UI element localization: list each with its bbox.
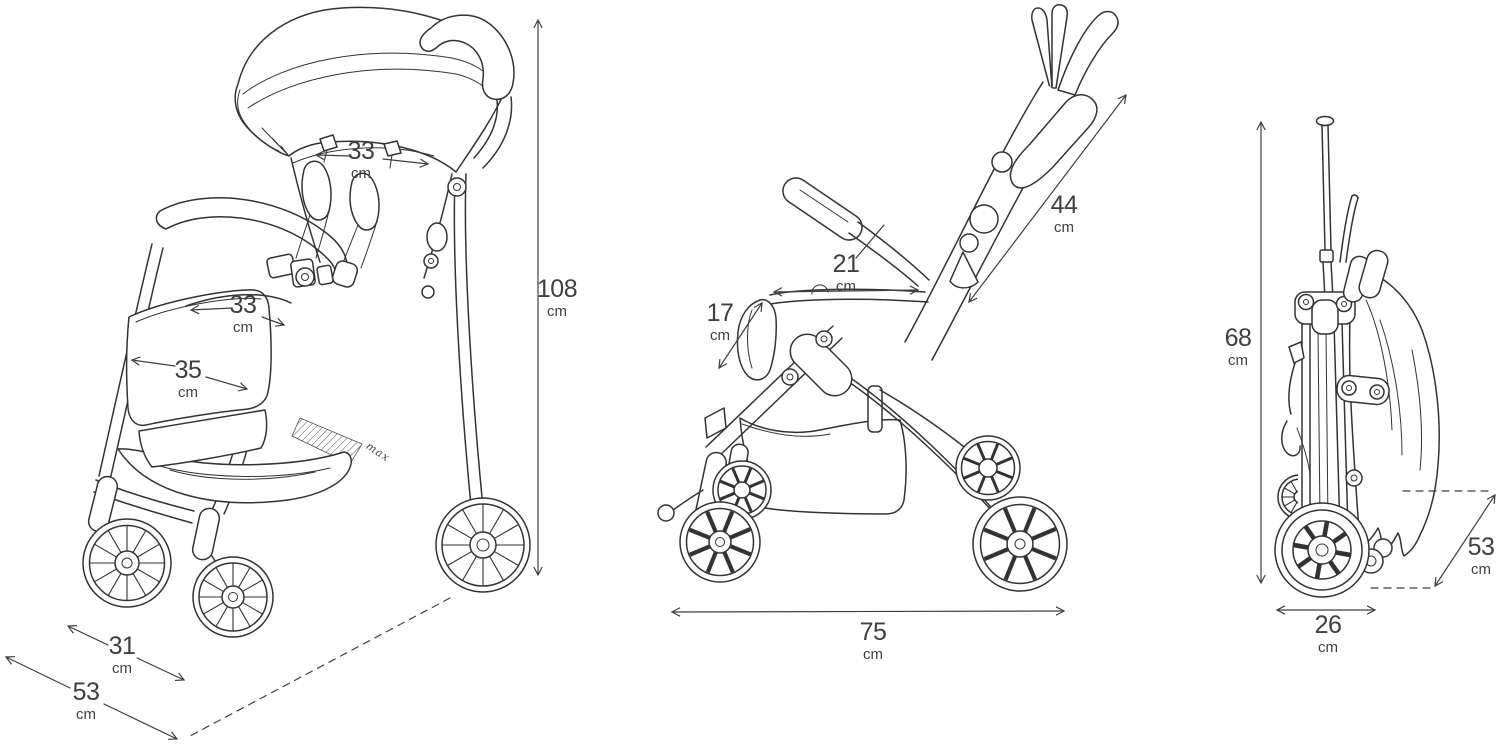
dim-unit: cm	[1054, 219, 1074, 236]
dim-unit: cm	[836, 278, 856, 295]
dim-value: 17	[706, 299, 734, 327]
dim-value: 53	[1467, 533, 1495, 561]
dim-value: 44	[1050, 191, 1078, 219]
dim-value: 108	[536, 275, 578, 303]
dim-value: 33	[347, 137, 375, 165]
dim-unit: cm	[233, 319, 253, 336]
dim-unit: cm	[178, 384, 198, 401]
dim-unit: cm	[710, 327, 730, 344]
dim-base-depth: 53 cm	[72, 678, 100, 723]
dim-overall-height: 108 cm	[536, 275, 578, 320]
dim-unit: cm	[1318, 639, 1338, 656]
dim-unit: cm	[112, 660, 132, 677]
open-stroller-front-view-drawing	[83, 6, 530, 738]
dim-value: 26	[1314, 611, 1342, 639]
dim-seat-depth: 21 cm	[832, 250, 860, 295]
dim-backrest-length: 44 cm	[1050, 191, 1078, 236]
dim-value: 33	[229, 291, 257, 319]
folded-stroller-side-view-drawing	[1275, 115, 1439, 598]
dim-unit: cm	[351, 165, 371, 182]
dim-overall-length: 75 cm	[859, 618, 887, 663]
dim-value: 75	[859, 618, 887, 646]
open-stroller-side-view-drawing	[658, 4, 1118, 591]
dim-value: 68	[1224, 324, 1252, 352]
dim-unit: cm	[76, 706, 96, 723]
dim-value: 53	[72, 678, 100, 706]
dim-unit: cm	[863, 646, 883, 663]
dim-seat-width: 33 cm	[229, 291, 257, 336]
dim-front-track: 31 cm	[108, 632, 136, 677]
dim-unit: cm	[547, 303, 567, 320]
dim-value: 31	[108, 632, 136, 660]
dim-folded-width: 26 cm	[1314, 611, 1342, 656]
dim-seatback-width: 33 cm	[347, 137, 375, 182]
dim-unit: cm	[1471, 561, 1491, 578]
dim-footrest-width: 35 cm	[174, 356, 202, 401]
dim-folded-height: 68 cm	[1224, 324, 1252, 369]
dim-legrest-length: 17 cm	[706, 299, 734, 344]
dim-unit: cm	[1228, 352, 1248, 369]
dim-value: 21	[832, 250, 860, 278]
dimension-lines	[4, 18, 1496, 740]
dim-folded-depth: 53 cm	[1467, 533, 1495, 578]
dim-value: 35	[174, 356, 202, 384]
